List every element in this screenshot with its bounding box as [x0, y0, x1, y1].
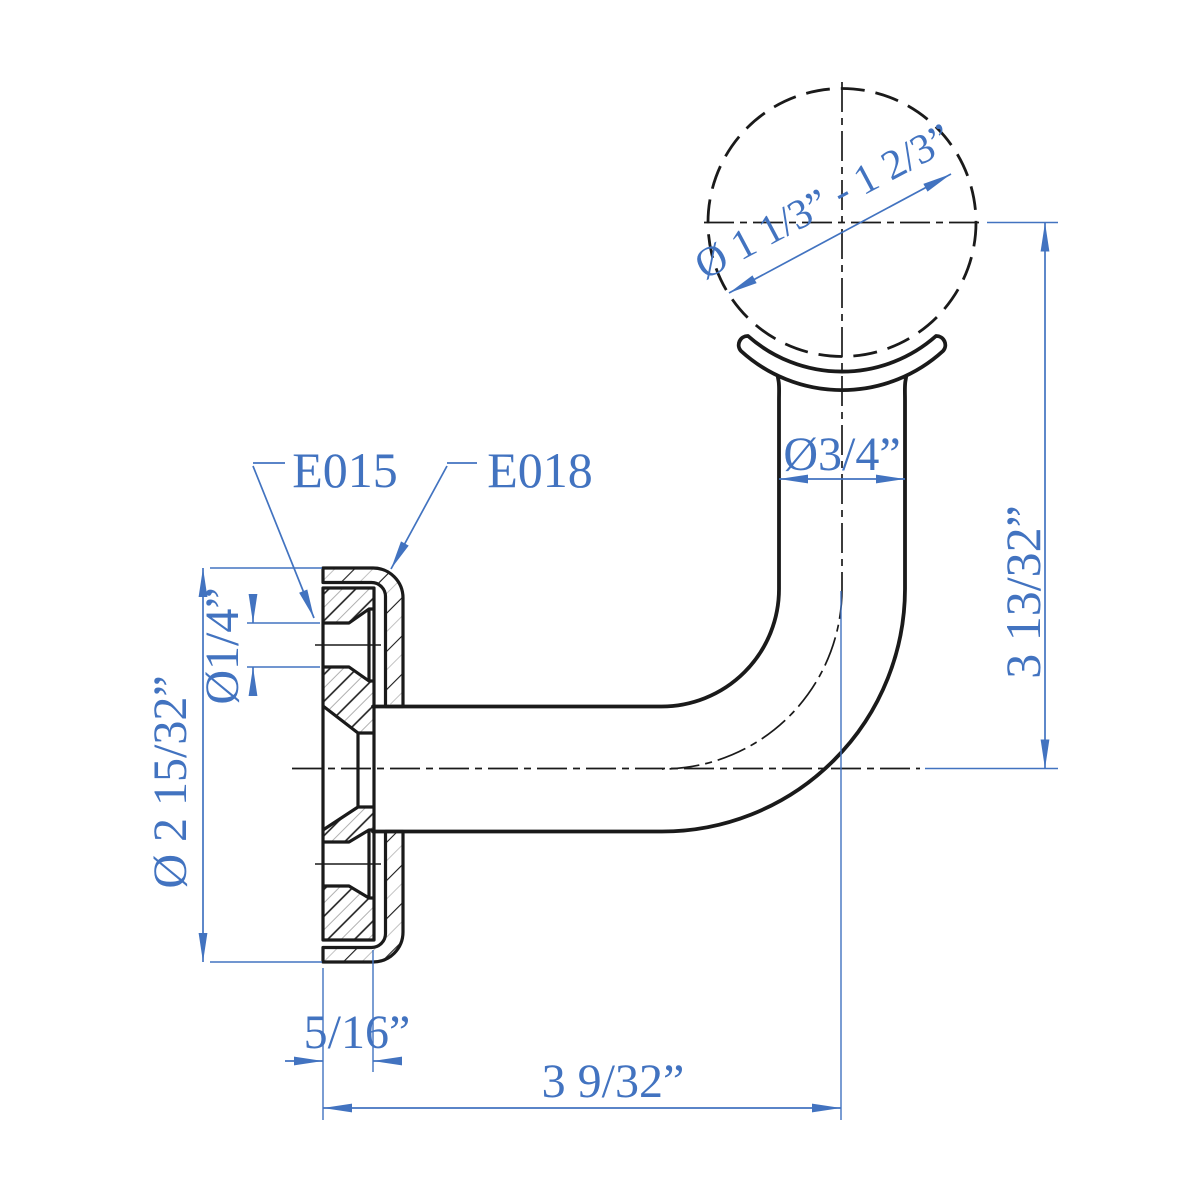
- dim-screw-hole: Ø1/4”: [196, 587, 320, 705]
- dim-plate-diameter: Ø 2 15/32”: [144, 567, 322, 963]
- dim-height: 3 13/32”: [925, 221, 1058, 770]
- wall-plate-outline: [321, 586, 376, 942]
- dim-plate-thickness: 5/16”: [285, 950, 410, 1120]
- label-cap: E018: [487, 442, 593, 498]
- pipe-body: [374, 398, 905, 832]
- dim-plate-thickness-label: 5/16”: [304, 1006, 411, 1059]
- cover-cap-bottom-outline: [321, 829, 405, 964]
- dim-projection-label: 3 9/32”: [542, 1055, 685, 1108]
- dim-pipe-diameter: Ø3/4”: [779, 428, 905, 484]
- pipe-outer-edge: [371, 368, 910, 834]
- dim-ball-diameter-label: Ø 1 1/3” - 1 2/3”: [688, 115, 960, 289]
- pipe-inner-edge: [371, 368, 782, 709]
- dim-pipe-diameter-label: Ø3/4”: [783, 428, 900, 481]
- dim-height-label: 3 13/32”: [995, 505, 1051, 679]
- ball-saddle: [736, 334, 948, 392]
- label-cap-leader: E018: [390, 442, 593, 570]
- dim-plate-diameter-label: Ø 2 15/32”: [144, 675, 197, 888]
- part-geometry: [292, 82, 984, 964]
- label-plate-leader: E015: [252, 442, 398, 619]
- dim-projection: 3 9/32”: [323, 591, 842, 1120]
- cover-cap-top-outline: [321, 566, 405, 709]
- dim-screw-hole-label: Ø1/4”: [196, 587, 249, 704]
- dim-ball-diameter: Ø 1 1/3” - 1 2/3”: [688, 115, 960, 294]
- elbow-centerline: [661, 588, 843, 770]
- label-plate: E015: [292, 442, 398, 498]
- plate-center-recess: [322, 704, 374, 832]
- dimensions: Ø 1 1/3” - 1 2/3” Ø3/4” 3 13/32” Ø1/4”: [144, 115, 1058, 1120]
